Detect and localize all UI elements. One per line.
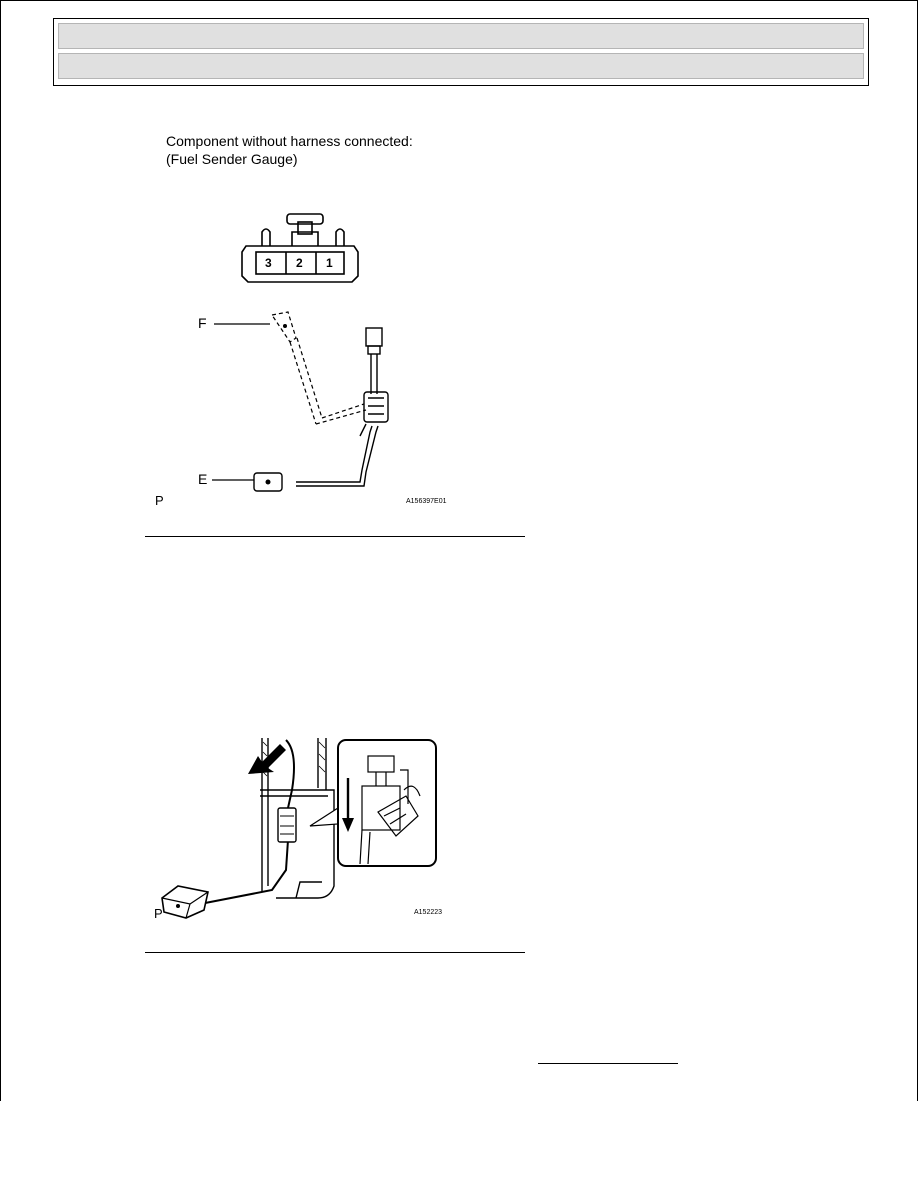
arrow-push-icon	[248, 744, 286, 774]
float-p-edges	[161, 891, 209, 919]
callout-e: E	[198, 471, 208, 487]
figure1-bottom-rule	[145, 536, 525, 537]
figure2-bottom-rule	[145, 952, 525, 953]
figure1-marker: P	[155, 493, 164, 508]
figure2-id: A152223	[414, 909, 443, 916]
pillar-connector	[277, 807, 297, 843]
figure1-id: A156397E01	[406, 498, 447, 505]
inset-connector	[359, 755, 421, 865]
callout-f: F	[198, 315, 207, 331]
float-e-dot	[265, 479, 271, 485]
pillar-connector-ribs	[280, 815, 294, 835]
float-arm-dashed	[270, 311, 367, 425]
connector-outline	[241, 213, 359, 283]
figure1-caption-line2: (Fuel Sender Gauge)	[166, 151, 298, 167]
inset-pointer	[309, 806, 339, 827]
detail-inset	[337, 739, 437, 867]
float-pivot	[283, 324, 287, 328]
link-underline	[538, 1063, 678, 1064]
header-subtitle-bar	[58, 53, 864, 79]
figure2-marker: P	[154, 906, 163, 921]
float-p	[161, 885, 209, 919]
header-title-bar	[58, 23, 864, 49]
arrow-down-icon	[342, 818, 354, 832]
pin-1-label: 1	[326, 256, 333, 270]
figure1-caption-line1: Component without harness connected:	[166, 133, 413, 149]
pin-3-label: 3	[265, 256, 272, 270]
header-box	[53, 18, 869, 86]
sender-harness	[296, 327, 389, 487]
float-p-dot	[176, 904, 180, 908]
pillar-wire	[199, 739, 295, 905]
pin-2-label: 2	[296, 256, 303, 270]
